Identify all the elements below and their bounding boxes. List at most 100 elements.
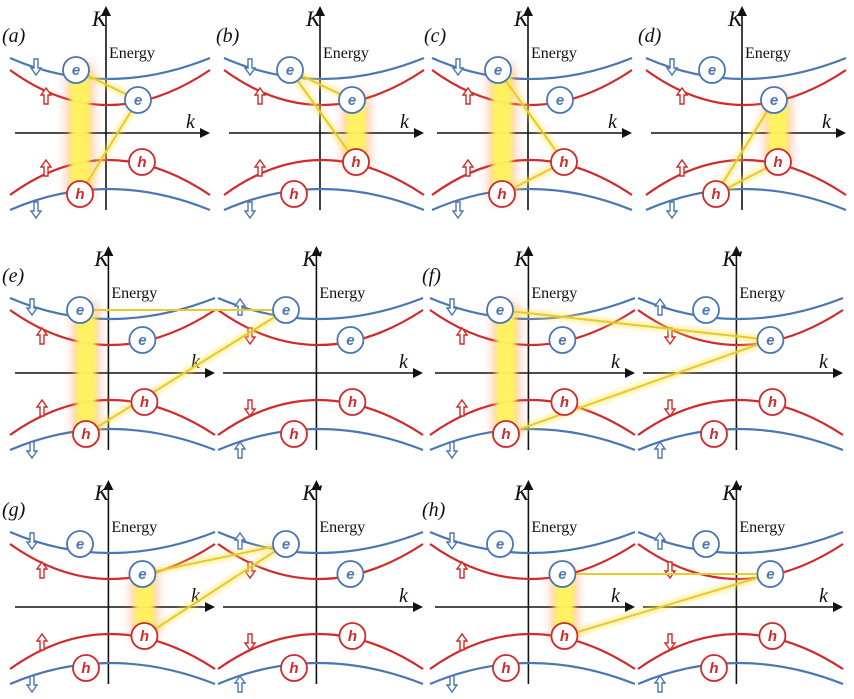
electron-label: e bbox=[558, 332, 566, 349]
spin-down-arrow-icon bbox=[243, 633, 257, 652]
conduction-band-lower bbox=[217, 309, 424, 347]
conduction-band-lower bbox=[637, 543, 844, 581]
energy-label: Energy bbox=[109, 45, 155, 62]
hole-marker bbox=[492, 654, 520, 682]
spin-down-arrow-icon bbox=[243, 58, 257, 77]
energy-label: Energy bbox=[319, 519, 365, 536]
electron-marker bbox=[698, 56, 726, 84]
electron-marker bbox=[338, 86, 366, 114]
electron-marker bbox=[272, 296, 300, 324]
valley-label: K bbox=[513, 6, 530, 31]
spin-up-arrow-icon bbox=[35, 326, 49, 345]
valence-band-lower bbox=[645, 187, 847, 212]
hole-marker bbox=[342, 148, 370, 176]
energy-label: Energy bbox=[739, 285, 785, 302]
spin-down-arrow-icon bbox=[451, 201, 465, 220]
valence-band-lower bbox=[217, 661, 424, 686]
panel-tag: (e) bbox=[2, 265, 25, 287]
electron-marker bbox=[336, 326, 365, 354]
exciton-link bbox=[499, 309, 771, 341]
k-label: k bbox=[819, 351, 829, 373]
exciton-bond-vertical bbox=[76, 310, 96, 434]
spin-up-arrow-icon bbox=[35, 560, 49, 579]
hole-label: h bbox=[140, 394, 149, 411]
spin-up-arrow-icon bbox=[455, 398, 469, 417]
electron-label: e bbox=[496, 302, 504, 319]
hole-label: h bbox=[137, 154, 146, 171]
hole-label: h bbox=[768, 394, 777, 411]
conduction-band-lower bbox=[645, 69, 847, 107]
energy-label: Energy bbox=[111, 519, 157, 536]
spin-up-arrow-icon bbox=[455, 632, 469, 651]
electron-label: e bbox=[766, 566, 774, 583]
valley-label: K bbox=[93, 480, 110, 505]
spin-up-arrow-icon bbox=[253, 158, 267, 177]
electron-marker bbox=[546, 86, 574, 114]
electron-label: e bbox=[348, 92, 356, 109]
spin-down-arrow-icon bbox=[445, 441, 459, 460]
hole-marker bbox=[702, 180, 730, 208]
valence-band-upper bbox=[9, 398, 216, 436]
electron-marker bbox=[756, 326, 785, 354]
hole-marker bbox=[550, 148, 578, 176]
hole-label: h bbox=[348, 628, 357, 645]
k-label: k bbox=[819, 585, 829, 607]
hole-label: h bbox=[768, 628, 777, 645]
electron-label: e bbox=[766, 332, 774, 349]
spin-up-arrow-icon bbox=[653, 674, 667, 693]
spin-up-arrow-icon bbox=[35, 632, 49, 651]
electron-marker bbox=[548, 560, 577, 588]
valence-band-upper bbox=[9, 158, 211, 196]
k-label: k bbox=[611, 585, 621, 607]
electron-marker bbox=[276, 56, 304, 84]
hole-marker bbox=[700, 654, 728, 682]
panel-tag: (d) bbox=[638, 25, 662, 47]
electron-label: e bbox=[702, 302, 710, 319]
valley-label: K bbox=[93, 246, 110, 271]
valley-label: K bbox=[727, 6, 744, 31]
exciton-link bbox=[505, 339, 771, 435]
energy-label: Energy bbox=[745, 45, 791, 62]
electron-marker bbox=[66, 530, 94, 558]
electron-marker bbox=[66, 296, 94, 324]
spin-down-arrow-icon bbox=[663, 399, 677, 418]
spin-up-arrow-icon bbox=[653, 531, 667, 550]
valence-band-lower bbox=[637, 427, 844, 452]
conduction-band-lower bbox=[429, 543, 636, 581]
energy-label: Energy bbox=[323, 45, 369, 62]
panel-tag: (f) bbox=[422, 265, 441, 287]
exciton-link bbox=[85, 309, 287, 435]
exciton-bond-vertical bbox=[134, 574, 155, 636]
spin-up-arrow-icon bbox=[675, 86, 689, 105]
hole-label: h bbox=[348, 394, 357, 411]
valence-band-lower bbox=[223, 187, 425, 212]
spin-down-arrow-icon bbox=[25, 298, 39, 317]
valence-band-lower bbox=[431, 187, 633, 212]
hole-marker bbox=[488, 180, 516, 208]
valley-label: K′ bbox=[301, 246, 323, 271]
spin-down-arrow-icon bbox=[25, 532, 39, 551]
hole-label: h bbox=[560, 628, 569, 645]
spin-down-arrow-icon bbox=[29, 201, 43, 220]
panel-tag: (h) bbox=[422, 499, 446, 521]
spin-down-arrow-icon bbox=[451, 58, 465, 77]
valence-band-upper bbox=[637, 632, 844, 670]
panel-tag: (a) bbox=[2, 25, 26, 47]
panel-tag: (g) bbox=[2, 499, 26, 521]
valence-band-lower bbox=[429, 427, 636, 452]
hole-marker bbox=[72, 654, 100, 682]
k-label: k bbox=[822, 111, 832, 133]
hole-marker bbox=[338, 622, 367, 650]
spin-down-arrow-icon bbox=[445, 532, 459, 551]
exciton-link bbox=[142, 543, 287, 575]
spin-down-arrow-icon bbox=[25, 675, 39, 694]
valence-band-upper bbox=[431, 158, 633, 196]
valley-label: K bbox=[513, 246, 530, 271]
valence-band-upper bbox=[429, 398, 636, 436]
energy-label: Energy bbox=[111, 285, 157, 302]
